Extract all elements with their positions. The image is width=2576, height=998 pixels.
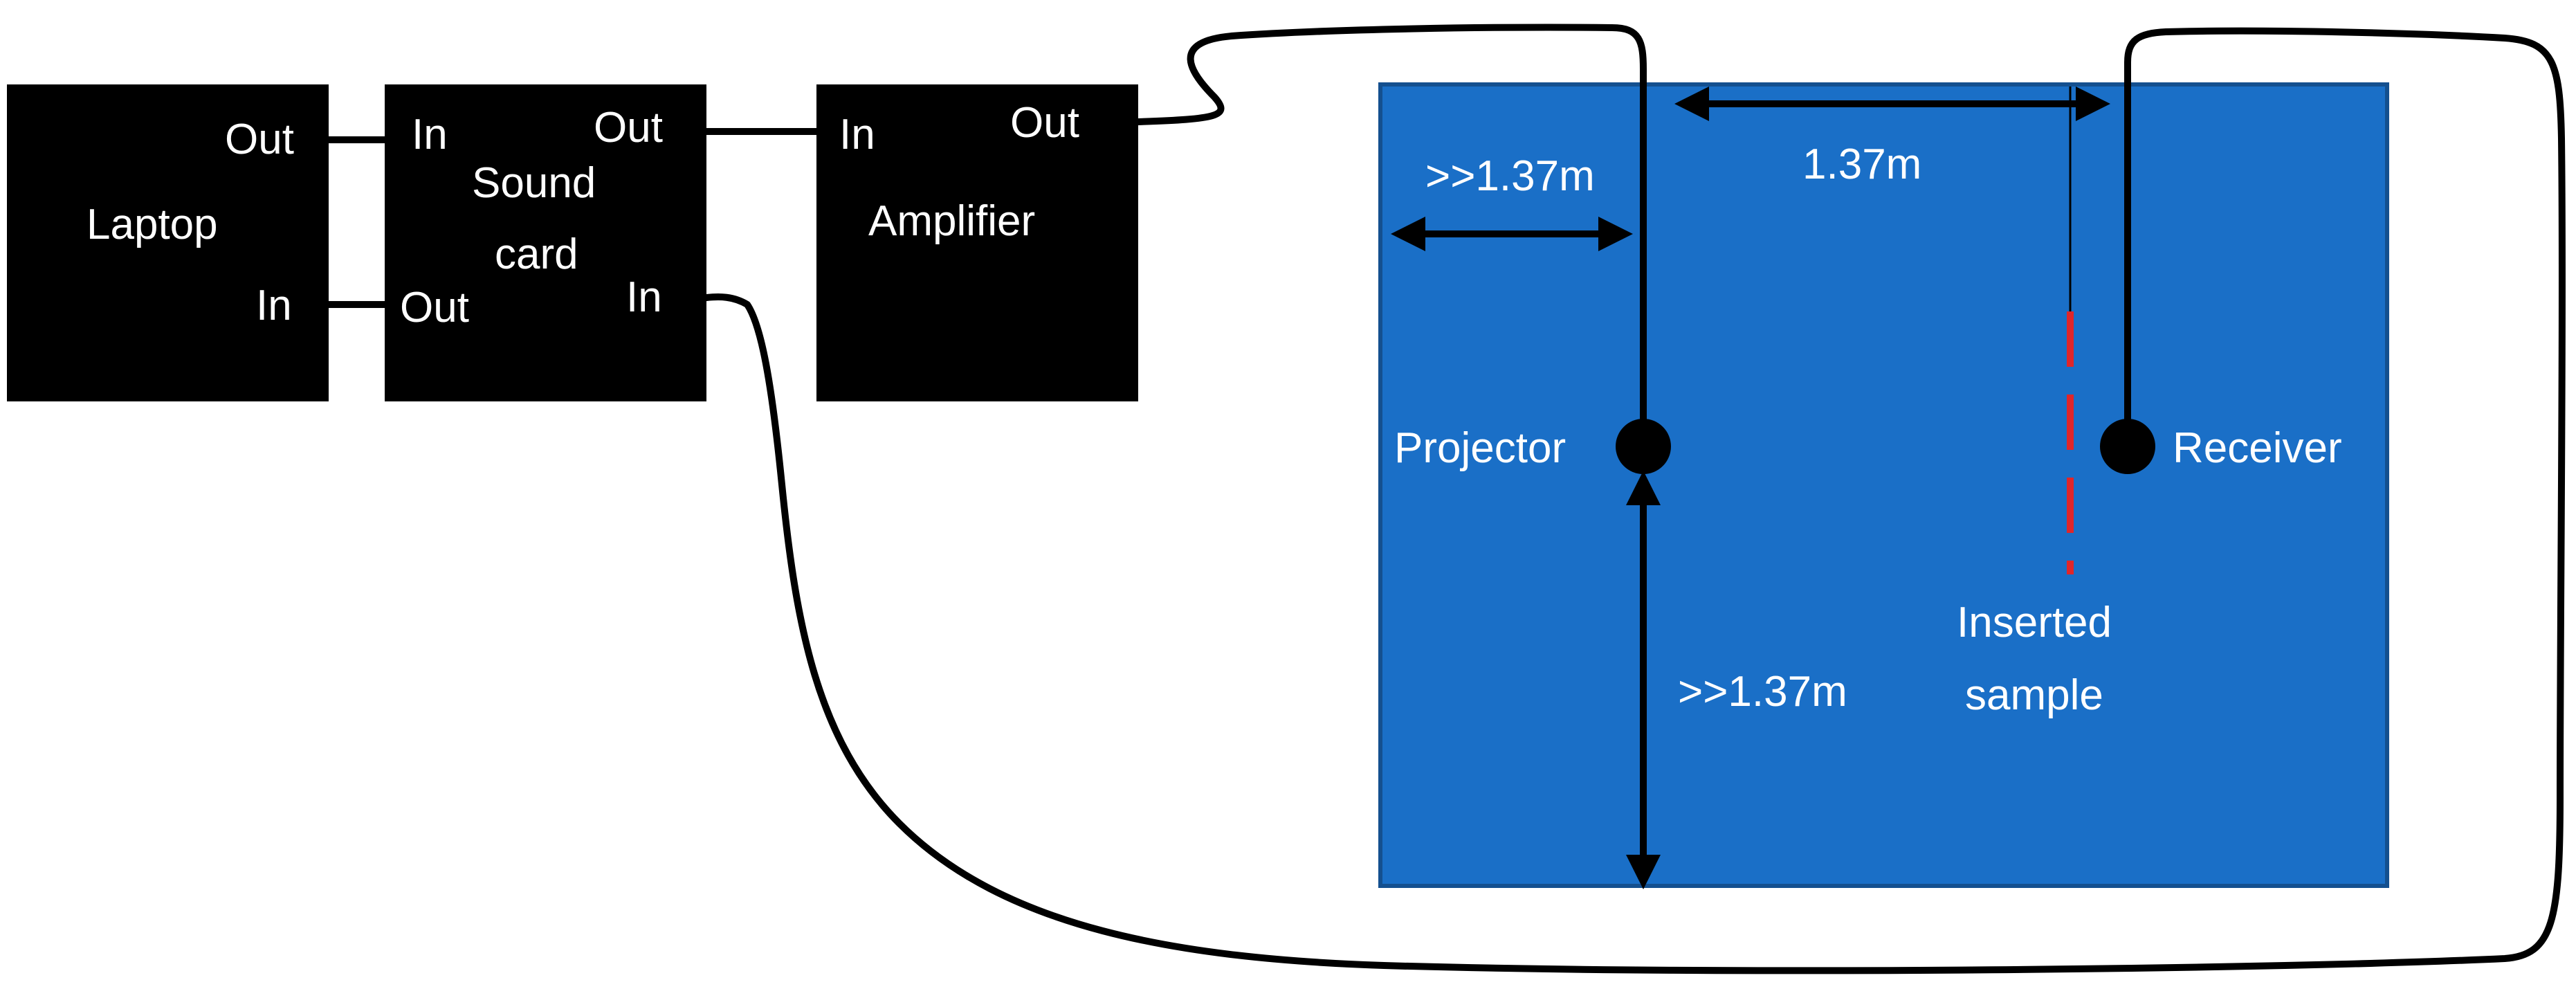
laptop-port-in-label: In: [256, 282, 292, 329]
laptop-name-label: Laptop: [86, 201, 218, 248]
amplifier-box: [816, 84, 1138, 401]
soundcard-name-line2-label: card: [495, 230, 578, 278]
receiver-label: Receiver: [2173, 424, 2342, 472]
bottom-distance-label: >>1.37m: [1678, 668, 1847, 716]
wire-receiver-to-soundcard: [703, 27, 2566, 974]
amplifier-port-out-label: Out: [1010, 99, 1079, 147]
laptop-port-out-label: Out: [225, 116, 294, 163]
receiver-marker: [2100, 419, 2155, 474]
soundcard-name-line1-label: Sound: [472, 159, 596, 207]
sample-label-line2: sample: [1965, 671, 2103, 719]
water-tank: [1378, 82, 2389, 888]
soundcard-port-in-top-label: In: [412, 111, 448, 158]
soundcard-port-out-top-label: Out: [594, 104, 663, 152]
separation-distance-label: 1.37m: [1802, 140, 1921, 188]
projector-marker: [1616, 419, 1671, 474]
wire-amplifier-to-projector: [1135, 24, 1647, 445]
wall-distance-label: >>1.37m: [1425, 152, 1595, 200]
soundcard-box: [385, 84, 706, 401]
laptop-box: [7, 84, 329, 401]
amplifier-name-label: Amplifier: [868, 197, 1035, 245]
amplifier-port-in-label: In: [839, 111, 875, 158]
sample-label-line1: Inserted: [1957, 599, 2112, 646]
soundcard-port-out-bottom-label: Out: [400, 284, 469, 332]
projector-label: Projector: [1394, 424, 1566, 472]
soundcard-port-in-bottom-label: In: [626, 273, 662, 321]
